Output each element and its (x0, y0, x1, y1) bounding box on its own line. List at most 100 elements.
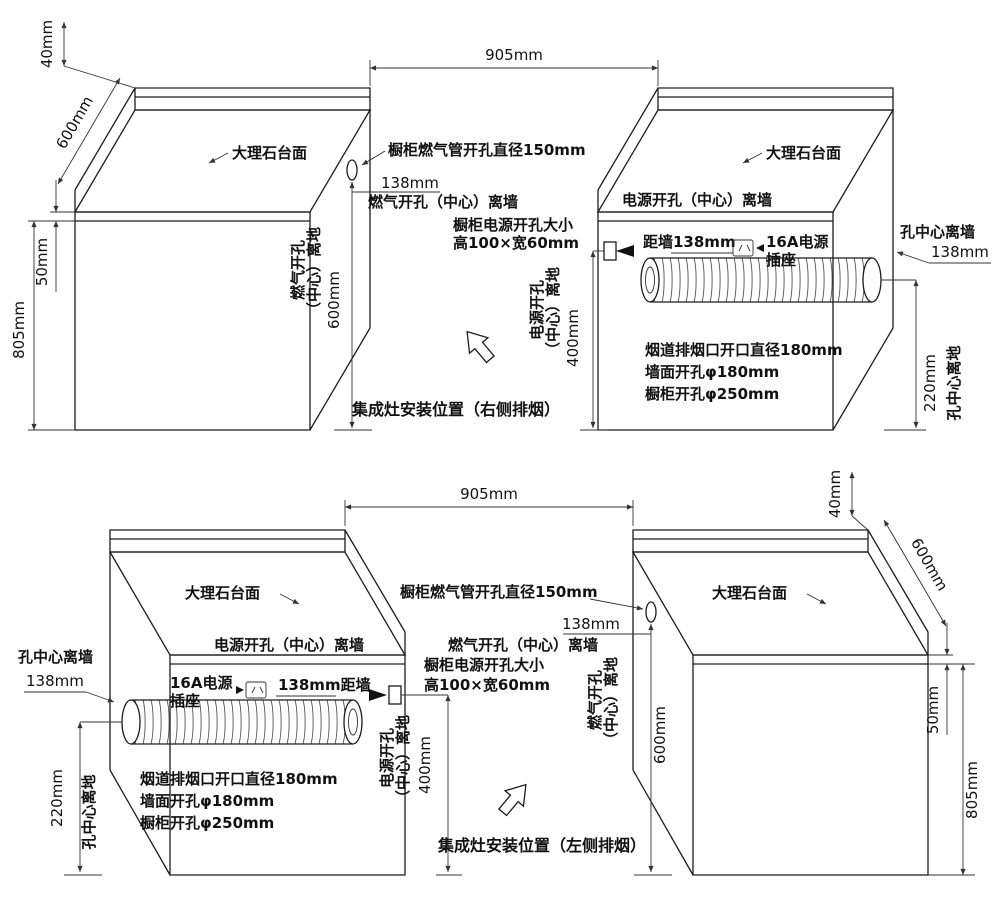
cabinet-bottom-left (108, 529, 407, 876)
dim-905-label: 905mm (460, 485, 518, 503)
gas-wall-note: 燃气开孔（中心）离墙 (448, 636, 598, 654)
dim-600-depth-label: 600mm (52, 93, 97, 152)
svg-text:（中心）离地: （中心）离地 (544, 267, 562, 357)
dim-905-label: 905mm (485, 46, 543, 64)
svg-text:孔中心离地: 孔中心离地 (80, 774, 98, 849)
svg-text:138mm: 138mm (26, 672, 84, 690)
svg-text:600mm: 600mm (325, 271, 343, 329)
power-hole (388, 685, 402, 705)
svg-text:（中心）离地: （中心）离地 (305, 227, 323, 317)
svg-text:墙面开孔φ180mm: 墙面开孔φ180mm (140, 792, 274, 810)
gas-floor-dim: 燃气开孔 （中心）离地 600mm (289, 182, 372, 431)
svg-text:138mm: 138mm (931, 243, 989, 261)
power-hole (603, 241, 617, 261)
gas-pipe-callout: 橱柜燃气管开孔直径150mm 138mm 燃气开孔（中心）离墙 (352, 141, 586, 211)
flue-notes: 烟道排烟口开口直径180mm 墙面开孔φ180mm 橱柜开孔φ250mm (140, 770, 338, 832)
power-hole-size-note: 橱柜电源开孔大小 高100×宽60mm (453, 216, 579, 252)
svg-text:（中心）离地: （中心）离地 (394, 715, 412, 805)
marble-label-right: 大理石台面 (742, 144, 841, 164)
dim-805-label: 805mm (963, 761, 981, 819)
svg-text:烟道排烟口开口直径180mm: 烟道排烟口开口直径180mm (645, 341, 843, 359)
gas-wall-note: 燃气开孔（中心）离墙 (368, 193, 518, 211)
svg-text:孔中心离地: 孔中心离地 (945, 345, 963, 420)
svg-text:大理石台面: 大理石台面 (766, 144, 841, 162)
cabinet-bottom-right (631, 529, 930, 876)
socket-label-2: 插座 (766, 251, 796, 269)
marble-label-left: 大理石台面 (208, 144, 307, 164)
power-wall-dim-label: 138mm距墙 (278, 676, 371, 694)
socket-arrow-icon (236, 686, 244, 694)
svg-text:橱柜开孔φ250mm: 橱柜开孔φ250mm (645, 385, 779, 403)
svg-text:电源开孔: 电源开孔 (378, 728, 396, 788)
svg-text:400mm: 400mm (416, 736, 434, 794)
power-hole-arrow-icon (616, 245, 634, 257)
dim-50: 50mm (28, 180, 75, 292)
socket-icon (245, 681, 267, 699)
power-floor-dim: 电源开孔 （中心）离地 400mm (528, 250, 608, 431)
dim-40-label: 40mm (826, 470, 844, 518)
dim-805: 805mm (10, 221, 75, 431)
install-position-label: 集成灶安装位置（右侧排烟） (351, 400, 560, 419)
svg-text:大理石台面: 大理石台面 (712, 584, 787, 602)
socket-label-2: 插座 (170, 692, 200, 710)
svg-text:燃气开孔: 燃气开孔 (289, 240, 307, 300)
dim-50-label: 50mm (33, 238, 51, 286)
svg-text:220mm: 220mm (921, 354, 939, 412)
cabinet-top-right (596, 87, 895, 431)
dim-805: 805mm (928, 664, 981, 876)
svg-text:橱柜电源开孔大小: 橱柜电源开孔大小 (453, 216, 573, 234)
diagram-right-exhaust: 905mm 40mm 600mm 50mm 805mm (10, 20, 991, 431)
cabinet-top-left (73, 87, 372, 431)
stove-position-arrow-icon (466, 330, 496, 364)
dim-600-depth: 600mm (883, 519, 952, 627)
dim-50-label: 50mm (924, 686, 942, 734)
power-hole-callout: 电源开孔（中心）离墙 16A电源 插座 138mm距墙 (170, 636, 402, 710)
socket-icon (732, 239, 754, 257)
gas-pipe-hole (645, 601, 657, 623)
power-hole-callout: 电源开孔（中心）离墙 距墙138mm 16A电源 插座 (603, 191, 828, 269)
svg-text:高100×宽60mm: 高100×宽60mm (453, 234, 579, 252)
dim-50: 50mm (924, 623, 975, 735)
svg-text:大理石台面: 大理石台面 (232, 144, 307, 162)
hole-floor-dim: 220mm 孔中心离地 (881, 279, 963, 431)
svg-text:（中心）离地: （中心）离地 (602, 657, 620, 747)
power-hole-size-note: 橱柜电源开孔大小 高100×宽60mm (424, 656, 550, 694)
socket-label-1: 16A电源 (766, 233, 828, 251)
marble-label-left: 大理石台面 (185, 584, 300, 605)
dim-40: 40mm (826, 470, 869, 531)
socket-arrow-icon (756, 244, 764, 252)
exhaust-duct (121, 699, 363, 745)
gas-pipe-hole (346, 159, 358, 181)
svg-text:600mm: 600mm (651, 706, 669, 764)
gas-pipe-label: 橱柜燃气管开孔直径150mm (400, 583, 598, 601)
power-wall-dim-label: 距墙138mm (643, 233, 736, 251)
install-position-label: 集成灶安装位置（左侧排烟） (437, 836, 646, 855)
dim-905: 905mm (344, 485, 634, 526)
dim-40: 40mm (38, 20, 136, 89)
dim-905: 905mm (369, 46, 659, 86)
svg-text:烟道排烟口开口直径180mm: 烟道排烟口开口直径180mm (140, 770, 338, 788)
svg-text:孔中心离墙: 孔中心离墙 (18, 648, 93, 666)
svg-text:孔中心离墙: 孔中心离墙 (900, 223, 975, 241)
gas-floor-dim: 燃气开孔 （中心）离地 600mm (586, 624, 672, 876)
marble-label-right: 大理石台面 (712, 584, 827, 605)
flue-notes: 烟道排烟口开口直径180mm 墙面开孔φ180mm 橱柜开孔φ250mm (645, 341, 843, 403)
dim-600-depth-label: 600mm (907, 535, 952, 594)
dim-805-label: 805mm (10, 301, 28, 359)
dim-40-label: 40mm (38, 20, 56, 68)
power-hole-arrow-icon (369, 689, 387, 701)
svg-text:220mm: 220mm (48, 769, 66, 827)
hole-wall-dim: 孔中心离墙 138mm (18, 648, 115, 703)
svg-text:电源开孔: 电源开孔 (528, 280, 546, 340)
svg-text:燃气开孔: 燃气开孔 (586, 670, 604, 730)
stove-position-arrow-icon (497, 783, 527, 817)
svg-text:高100×宽60mm: 高100×宽60mm (424, 676, 550, 694)
svg-text:橱柜电源开孔大小: 橱柜电源开孔大小 (424, 656, 544, 674)
svg-text:橱柜开孔φ250mm: 橱柜开孔φ250mm (140, 814, 274, 832)
exhaust-duct (640, 257, 882, 303)
svg-text:400mm: 400mm (564, 309, 582, 367)
hole-wall-dim: 孔中心离墙 138mm (896, 223, 991, 264)
gas-wall-dim-label: 138mm (562, 615, 620, 633)
